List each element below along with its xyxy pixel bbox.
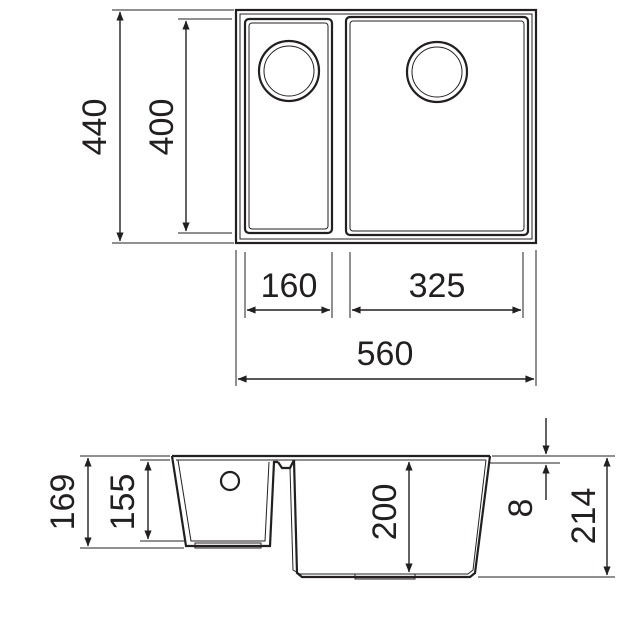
inner-depth-label: 400 — [143, 99, 181, 156]
dimension-inner-depth: 400 — [143, 18, 232, 234]
dimension-large-outer-height: 214 — [478, 457, 615, 578]
dimension-small-outer-height: 169 — [44, 455, 184, 549]
small-bowl-drain-inner — [263, 45, 315, 97]
sink-outline — [234, 8, 538, 245]
outer-depth-label: 440 — [76, 99, 114, 156]
overflow-hole-icon — [219, 470, 241, 492]
small-bowl-section — [170, 455, 278, 548]
sink-inner-outline — [239, 13, 533, 240]
large-bowl-drain-icon — [405, 40, 469, 104]
large-bowl-drain-inner — [411, 46, 463, 98]
dimension-rim-thickness: 8 — [488, 418, 615, 517]
large-bowl-width-label: 325 — [409, 267, 466, 305]
large-bowl-section — [292, 455, 492, 579]
large-outer-height-label: 214 — [565, 488, 603, 545]
small-bowl — [243, 17, 334, 235]
small-bowl-inner — [248, 22, 329, 230]
small-bowl-width-label: 160 — [261, 267, 318, 305]
dimension-large-inner-depth: 200 — [366, 461, 413, 573]
dimension-widths: 160 325 560 — [235, 250, 537, 386]
dimension-outer-depth: 440 — [76, 9, 234, 244]
large-bowl — [344, 15, 530, 237]
large-inner-depth-label: 200 — [366, 484, 404, 541]
dimension-small-inner-height: 155 — [104, 459, 184, 542]
small-inner-height-label: 155 — [104, 474, 142, 531]
side-view — [170, 454, 492, 580]
large-bowl-inner — [349, 20, 525, 232]
top-view — [234, 8, 538, 245]
small-bowl-drain-icon — [257, 39, 321, 103]
rim-thickness-label: 8 — [502, 499, 540, 518]
total-width-label: 560 — [357, 335, 414, 373]
small-outer-height-label: 169 — [44, 474, 82, 531]
